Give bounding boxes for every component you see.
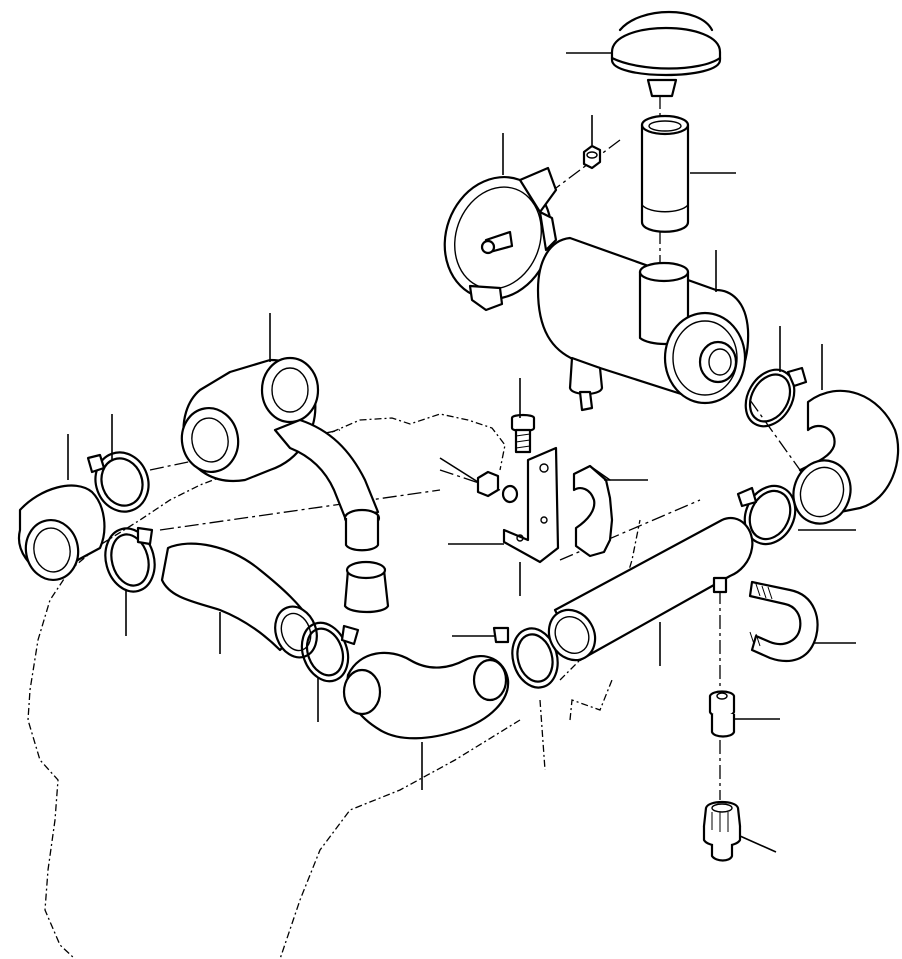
bend-hose (342, 651, 510, 740)
hose-clamp (736, 484, 797, 546)
nut (476, 470, 519, 504)
elbow-hose (17, 484, 106, 581)
hose-clamp (744, 366, 808, 428)
intake-hose (160, 542, 318, 659)
hose-clamp (300, 621, 360, 683)
elbow-hose (792, 389, 900, 525)
intake-pipe (547, 517, 754, 662)
hose-clamp (104, 526, 156, 593)
air-cleaner-mounting-band (443, 166, 558, 312)
air-cleaner-housing (536, 236, 750, 412)
bracket (502, 446, 560, 564)
pre-cleaner-cap (610, 11, 722, 98)
leader-lines (67, 52, 856, 853)
restriction-indicator-switch (702, 800, 742, 862)
turbocharger (180, 356, 381, 552)
bolt (510, 413, 536, 454)
u-bolt (748, 580, 819, 663)
half-clamp (572, 464, 614, 558)
pre-cleaner-tube (640, 114, 690, 233)
sleeve (343, 560, 390, 614)
nut (582, 144, 602, 170)
adapter-fitting (708, 690, 736, 738)
